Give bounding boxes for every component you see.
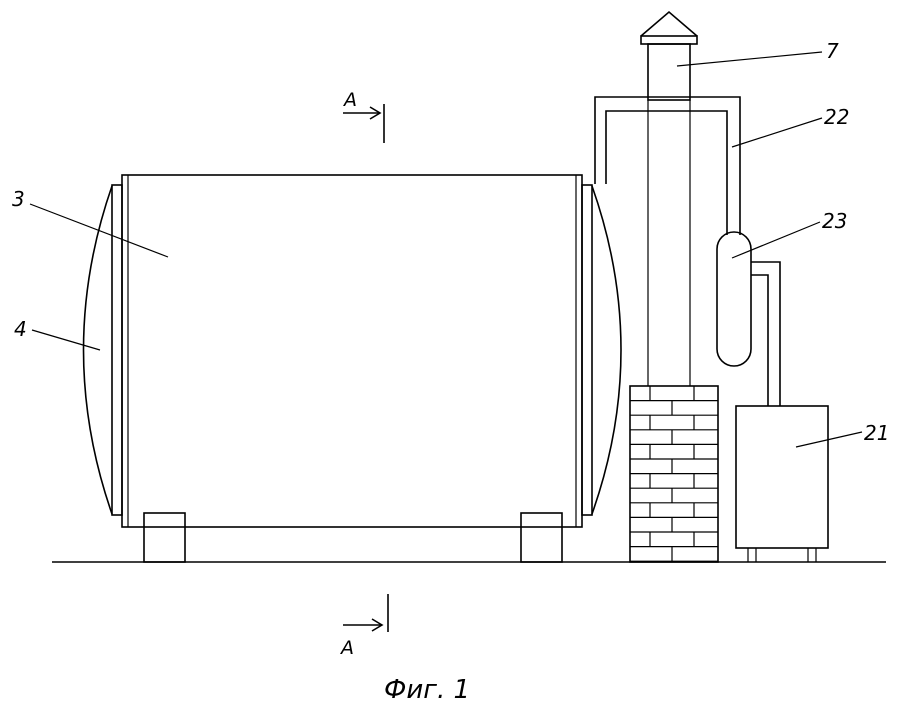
stove (735, 405, 829, 562)
label-flue-pipe: 22 (824, 105, 849, 129)
right-support (520, 512, 563, 563)
section-mark-bottom: A (339, 594, 389, 659)
figure-caption: Фиг. 1 (384, 675, 470, 705)
left-end-cap (82, 184, 123, 516)
right-end-cap (581, 184, 622, 516)
condensate-trap (716, 231, 781, 406)
tank-body (121, 174, 583, 528)
label-chimney: 7 (826, 39, 839, 63)
chimney-top (640, 10, 698, 101)
section-mark-top: A (342, 89, 385, 143)
chimney-column (647, 100, 691, 386)
section-label-bottom: A (339, 637, 354, 659)
label-end-cap: 4 (14, 317, 27, 341)
label-tank: 3 (12, 187, 25, 211)
section-label-top: A (342, 89, 357, 111)
brick-chimney-base (629, 385, 719, 563)
label-stove: 21 (864, 421, 889, 445)
flue-pipe (594, 96, 741, 235)
label-condensate-trap: 23 (822, 209, 847, 233)
left-support (143, 512, 186, 563)
leader-lines (29, 51, 863, 448)
